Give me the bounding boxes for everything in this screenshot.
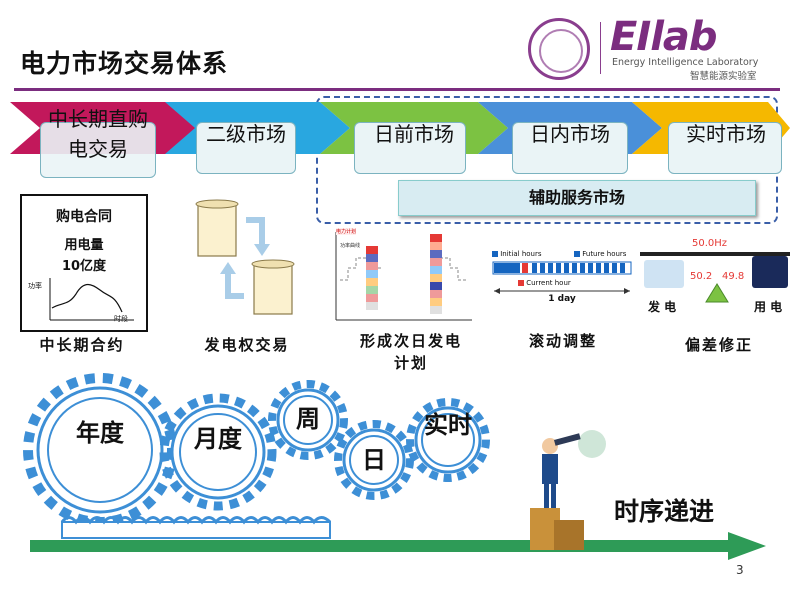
day-span-arrow: [494, 288, 630, 294]
schedule-tag: 电力计划: [336, 228, 357, 235]
stage-label-1: [40, 122, 156, 178]
stage-label-4: [512, 122, 628, 174]
caption-day-ahead-plan: 形成次日发电计划: [359, 332, 462, 372]
center-frequency: 50.0Hz: [692, 238, 728, 249]
time-sequence-label: 时序递进: [614, 497, 715, 526]
caption-deviation: 偏差修正: [684, 336, 753, 354]
stage-label-4-text: 日内市场: [530, 122, 610, 146]
gear-realtime: [406, 398, 490, 482]
left-frequency: 50.2: [690, 271, 713, 282]
logo-divider: [600, 22, 601, 74]
businessman-telescope-illustration: [530, 430, 606, 550]
contract-axis-x: 时段: [114, 315, 128, 323]
day-span-label: 1 day: [548, 294, 576, 304]
load-curve-chart: [49, 278, 134, 321]
gear-month: [159, 393, 277, 511]
logo-subtitle-en: Energy Intelligence Laboratory: [612, 57, 759, 68]
title-underline: [14, 88, 780, 91]
eilab-logo: EIlab: [610, 14, 718, 60]
stage-label-3: [354, 122, 466, 174]
aux-service-market-bar: 辅助服务市场: [398, 180, 756, 216]
consumption-label: 用 电: [754, 300, 783, 314]
gear-year: [23, 373, 177, 527]
city-load-icon: [752, 256, 788, 288]
logo-subtitle-cn: 智慧能源实验室: [690, 71, 757, 82]
rolling-adjustment-diagram: Initial hours Future hours Current hour …: [492, 250, 632, 320]
deviation-balance-diagram: 50.0Hz 50.2 49.8 发 电 用 电: [640, 238, 790, 318]
gear-week-label: 周: [296, 405, 320, 433]
day-ahead-schedule-chart: [335, 232, 472, 321]
schedule-stack-left: [366, 246, 378, 310]
current-hour-label: Current hour: [518, 279, 571, 287]
gear-year-label: 年度: [76, 419, 124, 447]
contract-line1: 用电量: [64, 238, 104, 253]
schedule-label: 功率曲线: [340, 243, 361, 249]
stage-label-2: [196, 122, 296, 174]
stage-label-1-text: 中长期直购电交易: [48, 107, 148, 161]
page-title: 电力市场交易体系: [20, 49, 229, 78]
gear-month-label: 月度: [194, 425, 242, 453]
contract-axis-y: 功率: [28, 282, 42, 290]
contract-line2: 10亿度: [61, 259, 107, 274]
caption-rolling: 滚动调整: [528, 332, 597, 350]
stage-label-3-text: 日前市场: [374, 122, 454, 146]
purchase-contract-card: 购电合同 用电量 10亿度 功率 时段: [20, 194, 148, 332]
generation-label: 发 电: [648, 300, 677, 314]
university-seal-logo: [528, 18, 590, 80]
stage-label-5-text: 实时市场: [686, 122, 766, 146]
stage-label-2-text: 二级市场: [206, 122, 286, 146]
future-hours-label: Future hours: [574, 250, 626, 258]
power-plant-icon: [644, 260, 684, 288]
initial-hours-label: Initial hours: [492, 250, 542, 258]
caption-medium-long-term: 中长期合约: [39, 336, 125, 354]
balance-fulcrum-icon: [705, 283, 729, 303]
contract-heading: 购电合同: [56, 209, 112, 225]
page-number: 3: [736, 563, 744, 577]
time-progression-arrow: [30, 532, 766, 560]
caption-generation-rights: 发电权交易: [204, 336, 290, 354]
timescale-gears: [23, 373, 490, 539]
gear-rack: [60, 516, 332, 539]
gear-day-label: 日: [362, 446, 386, 474]
balance-beam: [640, 252, 790, 256]
schedule-stack-right: [430, 234, 442, 314]
gear-week: [268, 380, 348, 460]
gear-realtime-label: 实时: [424, 411, 472, 439]
gear-day: [334, 420, 414, 500]
stage-label-5: [668, 122, 782, 174]
scroll-exchange-illustration: [195, 199, 295, 315]
right-frequency: 49.8: [722, 271, 745, 282]
hour-slots-bar: [492, 261, 632, 275]
